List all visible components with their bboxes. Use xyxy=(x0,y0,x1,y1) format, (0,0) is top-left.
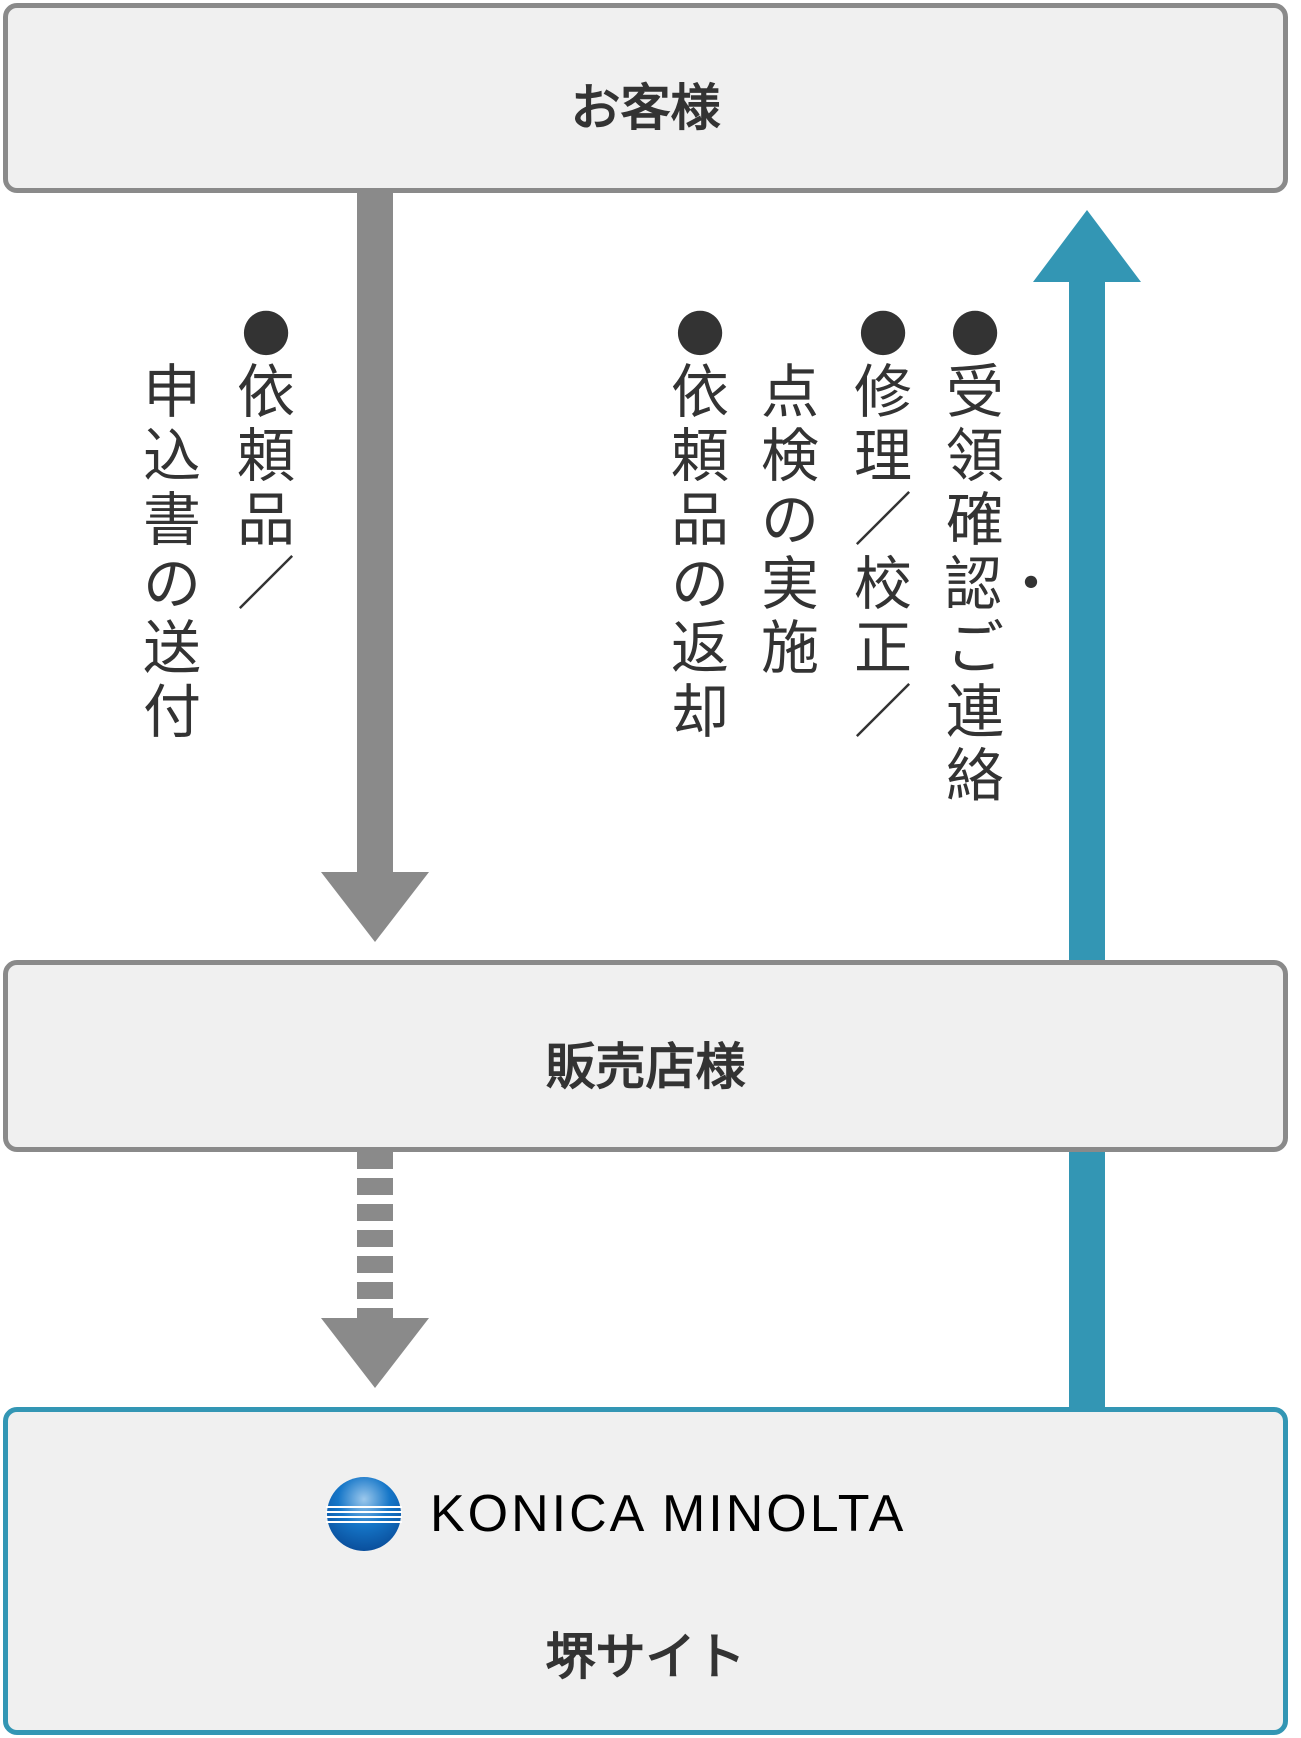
return-items-text: ●依頼品の返却 xyxy=(670,294,729,746)
customer-to-dealer-arrow-head xyxy=(321,872,429,942)
receipt-contact-text: ●受領確認・ご連絡 xyxy=(944,294,1061,810)
dealer-label: 販売店様 xyxy=(545,1038,746,1096)
customer-label: お客様 xyxy=(570,79,721,137)
repair-calibration-text: ●修理／校正／ xyxy=(853,294,912,746)
site-to-customer-arrow-head xyxy=(1033,210,1141,282)
konica-minolta-wordmark: KONICA MINOLTA xyxy=(430,1485,907,1543)
customer-box: お客様 xyxy=(3,3,1288,193)
site-to-customer-arrow-shaft xyxy=(1069,278,1105,1410)
send-items-text: ●依頼品／ xyxy=(236,294,295,618)
send-form-text: 申込書の送付 xyxy=(142,358,201,746)
customer-to-dealer-arrow-shaft xyxy=(357,190,393,875)
dealer-box: 販売店様 xyxy=(3,960,1288,1152)
globe-logo-icon xyxy=(326,1477,402,1551)
dealer-to-site-dashed-arrow xyxy=(357,1152,393,1320)
konica-minolta-logo: KONICA MINOLTA xyxy=(326,1476,906,1552)
inspection-text: 点検の実施 xyxy=(760,358,819,682)
sakai-site-label: 堺サイト xyxy=(545,1628,746,1686)
dealer-to-site-arrow-head xyxy=(321,1318,429,1388)
sakai-site-box: KONICA MINOLTA 堺サイト xyxy=(3,1407,1288,1735)
